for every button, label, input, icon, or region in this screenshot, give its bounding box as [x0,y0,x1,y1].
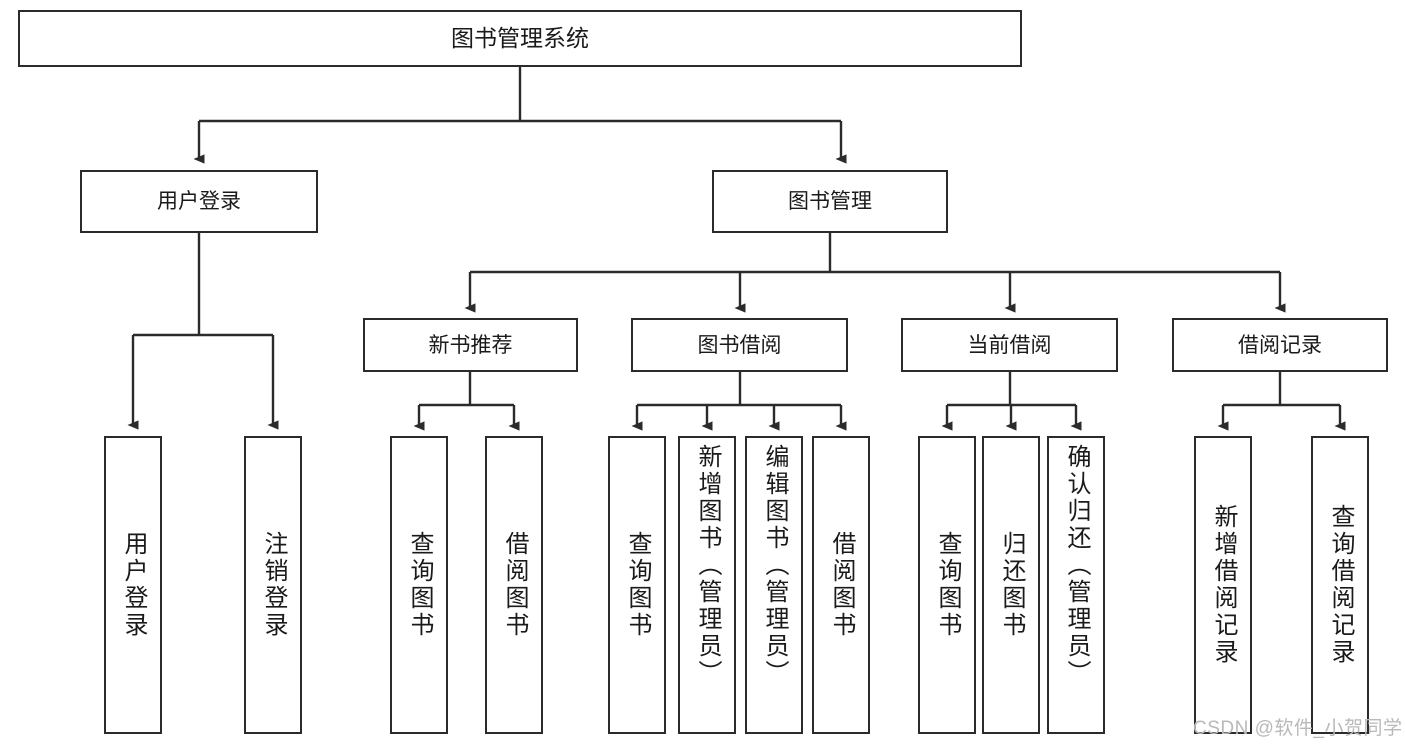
leaf-borrow-book-2[interactable]: 借阅图书 [812,436,870,734]
node-book-management[interactable]: 图书管理 [712,170,948,233]
leaf-query-book-1-label: 查询图书 [406,531,433,639]
leaf-edit-book[interactable]: 编辑图书（管理员） [745,436,803,734]
node-current-borrow-label: 当前借阅 [967,333,1052,357]
node-current-borrow[interactable]: 当前借阅 [901,318,1118,372]
leaf-confirm-return-label: 确认归还（管理员） [1063,444,1090,687]
leaf-add-book-label: 新增图书（管理员） [694,444,721,687]
leaf-user-login-label: 用户登录 [120,531,147,639]
node-borrow-record-label: 借阅记录 [1238,333,1322,357]
leaf-add-record[interactable]: 新增借阅记录 [1194,436,1252,734]
node-new-book-recommend[interactable]: 新书推荐 [363,318,578,372]
leaf-query-book-3-label: 查询图书 [934,531,961,639]
leaf-query-record-label: 查询借阅记录 [1327,504,1354,666]
node-new-book-recommend-label: 新书推荐 [428,333,513,357]
leaf-return-book-label: 归还图书 [998,531,1025,639]
leaf-borrow-book-1[interactable]: 借阅图书 [485,436,543,734]
node-user-login[interactable]: 用户登录 [80,170,318,233]
node-borrow-record[interactable]: 借阅记录 [1172,318,1388,372]
leaf-borrow-book-1-label: 借阅图书 [501,531,528,639]
leaf-query-book-3[interactable]: 查询图书 [918,436,976,734]
leaf-confirm-return[interactable]: 确认归还（管理员） [1047,436,1105,734]
leaf-add-record-label: 新增借阅记录 [1210,504,1237,666]
csdn-watermark: CSDN @软件_小贺同学 [1193,718,1403,739]
leaf-add-book[interactable]: 新增图书（管理员） [678,436,736,734]
leaf-query-record[interactable]: 查询借阅记录 [1311,436,1369,734]
leaf-query-book-2-label: 查询图书 [624,531,651,639]
leaf-logout-login[interactable]: 注销登录 [244,436,302,734]
leaf-return-book[interactable]: 归还图书 [982,436,1040,734]
node-root-label: 图书管理系统 [451,25,589,51]
leaf-borrow-book-2-label: 借阅图书 [828,531,855,639]
leaf-query-book-2[interactable]: 查询图书 [608,436,666,734]
leaf-user-login[interactable]: 用户登录 [104,436,162,734]
node-user-login-label: 用户登录 [157,190,241,213]
leaf-logout-login-label: 注销登录 [260,531,287,639]
node-root[interactable]: 图书管理系统 [18,10,1022,67]
leaf-edit-book-label: 编辑图书（管理员） [761,444,788,687]
node-book-borrow[interactable]: 图书借阅 [631,318,848,372]
node-book-management-label: 图书管理 [788,190,872,213]
node-book-borrow-label: 图书借阅 [697,333,782,357]
leaf-query-book-1[interactable]: 查询图书 [390,436,448,734]
